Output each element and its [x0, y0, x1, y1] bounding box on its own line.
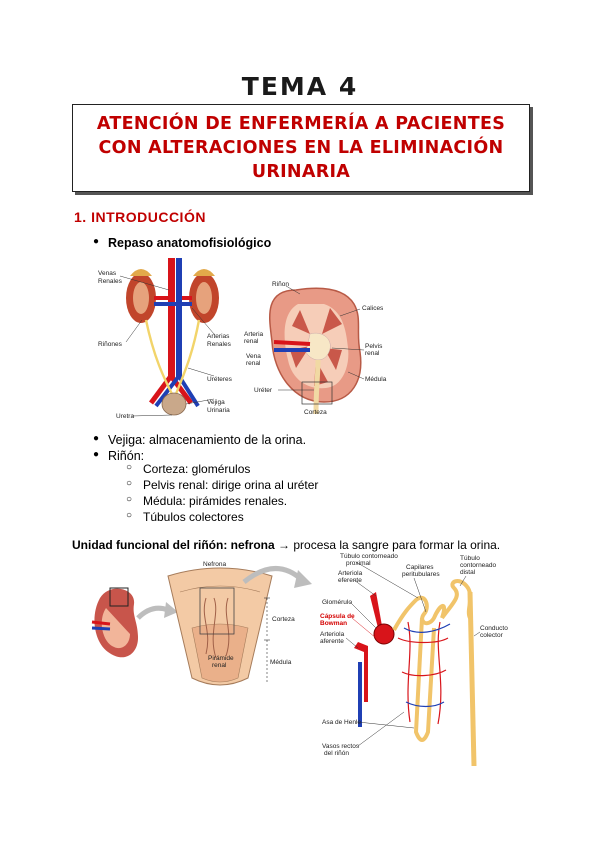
label-capsula-2: Bowman	[320, 620, 347, 627]
title-line-3: URINARIA	[251, 162, 351, 182]
label-corteza-wedge: Corteza	[272, 616, 295, 623]
bullet-rinon: ● Riñón:	[93, 449, 145, 463]
label-vasos-rectos-1: Vasos rectos	[322, 743, 360, 750]
label-venas-renales: Renales	[98, 278, 123, 285]
label-arteria: Arteria	[244, 331, 264, 338]
sub-item-tubulos: ○ Túbulos colectores	[126, 510, 244, 524]
label-capsula-1: Cápsula de	[320, 613, 355, 620]
label-arteriola-aferente-2: aferente	[320, 638, 344, 645]
label-nefrona: Nefrona	[203, 561, 227, 568]
sub-item-pelvis: ○ Pelvis renal: dirige orina al uréter	[126, 478, 319, 492]
nephron-intro: Unidad funcional del riñón: nefrona → pr…	[72, 538, 500, 552]
label-rinon: Riñon	[272, 281, 289, 288]
left-ureter	[144, 319, 174, 395]
label-tubulo-proximal-2: proximal	[346, 560, 371, 567]
circle-bullet: ○	[126, 510, 133, 521]
sub-item-text: Corteza: glomérulos	[143, 462, 251, 476]
bladder	[161, 392, 187, 416]
kidney-section-illustration: Riñon Calices Arteria renal Vena renal P…	[244, 281, 387, 416]
label-conducto-2: colector	[480, 632, 504, 639]
label-capilares-2: peritubulares	[402, 571, 440, 578]
label-arteria-renal: renal	[244, 338, 259, 345]
collecting-duct	[467, 591, 477, 767]
aorta	[168, 258, 175, 378]
arrow-icon: →	[278, 538, 291, 552]
label-venas: Venas	[98, 270, 117, 277]
bullet-dot: ●	[93, 236, 100, 247]
label-tubulo-proximal-1: Túbulo contorneado	[340, 553, 398, 560]
bullet-vejiga-text: Vejiga: almacenamiento de la orina.	[108, 433, 307, 447]
label-glomerulo: Glomérulo	[322, 599, 352, 606]
label-medula: Médula	[365, 376, 387, 383]
bullet-rinon-text: Riñón:	[108, 449, 145, 463]
renal-pelvis	[305, 332, 331, 361]
bullet-repaso-text: Repaso anatomofisiológico	[108, 236, 272, 250]
loop-of-henle	[413, 617, 436, 742]
page-heading: TEMA 4	[241, 72, 359, 101]
bullet-dot: ●	[93, 433, 100, 444]
label-arteriola-eferente-2: eferente	[338, 577, 362, 584]
circle-bullet: ○	[126, 494, 133, 505]
right-ureter	[174, 319, 201, 395]
bullet-repaso: ● Repaso anatomofisiológico	[93, 236, 272, 250]
section-heading: 1. INTRODUCCIÓN	[74, 209, 206, 225]
title-line-2: CON ALTERACIONES EN LA ELIMINACIÓN	[98, 138, 504, 158]
label-capilares-1: Capilares	[406, 564, 434, 571]
distal-tubule	[440, 579, 473, 620]
label-asa-de-henle: Asa de Henle	[322, 719, 361, 726]
label-rinones: Riñones	[98, 341, 123, 348]
nephron-detail-illustration: Túbulo contorneado proximal Arteriola ef…	[320, 553, 508, 767]
label-vena: Vena	[246, 353, 261, 360]
label-arterias: Arterias	[207, 333, 230, 340]
label-piramide-renal: renal	[212, 662, 227, 669]
label-pelvis: Pelvis	[365, 343, 383, 350]
sub-item-text: Túbulos colectores	[143, 510, 244, 524]
label-arteriola-eferente-1: Arteriola	[338, 570, 363, 577]
label-ureteres: Uréteres	[207, 376, 233, 383]
nephron-intro-bold: Unidad funcional del riñón: nefrona	[72, 538, 275, 552]
urinary-system-illustration: Venas Renales Riñones Arterias Renales U…	[98, 258, 233, 420]
zoom-arrow-icon	[136, 605, 169, 620]
label-tubulo-distal-3: distal	[460, 569, 476, 576]
label-corteza: Corteza	[304, 409, 327, 416]
label-calices: Calices	[362, 305, 384, 312]
label-vena-renal: renal	[246, 360, 261, 367]
label-vasos-rectos-2: del riñón	[324, 750, 349, 757]
glomerulus	[373, 623, 395, 645]
label-arterias-renales: Renales	[207, 341, 232, 348]
sub-item-medula: ○ Médula: pirámides renales.	[126, 494, 288, 508]
title-box: ATENCIÓN DE ENFERMERÍA A PACIENTES CON A…	[72, 104, 530, 192]
proximal-tubule	[392, 595, 447, 631]
ureter	[313, 359, 321, 415]
nephron-location-illustration: Nefrona Corteza Pirámide renal Médula	[91, 561, 312, 686]
label-arteriola-aferente-1: Arteriola	[320, 631, 345, 638]
vena-cava	[176, 258, 182, 378]
circle-bullet: ○	[126, 478, 133, 489]
label-tubulo-distal-2: contorneado	[460, 562, 497, 569]
sub-item-text: Médula: pirámides renales.	[143, 494, 288, 508]
peritubular-capillaries	[397, 621, 449, 725]
label-piramide: Pirámide	[208, 655, 234, 662]
nephron-intro-rest: procesa la sangre para formar la orina.	[290, 538, 501, 552]
label-medula-wedge: Médula	[270, 659, 292, 666]
label-uretra: Uretra	[116, 413, 134, 420]
label-pelvis-renal: renal	[365, 350, 380, 357]
label-conducto-1: Conducto	[480, 625, 508, 632]
title-line-1: ATENCIÓN DE ENFERMERÍA A PACIENTES	[96, 114, 506, 134]
sub-item-corteza: ○ Corteza: glomérulos	[126, 462, 251, 476]
label-tubulo-distal-1: Túbulo	[460, 555, 480, 562]
bullet-vejiga: ● Vejiga: almacenamiento de la orina.	[93, 433, 307, 447]
bullet-dot: ●	[93, 449, 100, 460]
label-urinaria: Urinaria	[207, 407, 230, 414]
sub-item-text: Pelvis renal: dirige orina al uréter	[143, 478, 319, 492]
circle-bullet: ○	[126, 462, 133, 473]
label-vejiga: Vejiga	[207, 399, 225, 406]
label-ureter: Uréter	[254, 387, 273, 394]
